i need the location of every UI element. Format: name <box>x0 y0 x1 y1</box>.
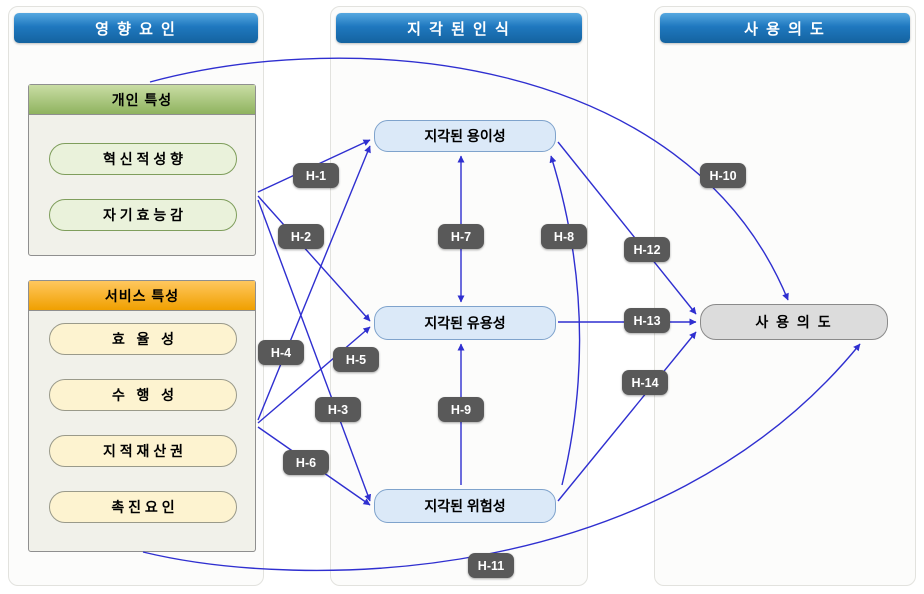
node-use-intention: 사 용 의 도 <box>700 304 888 340</box>
hypothesis-badge-h6: H-6 <box>283 450 329 475</box>
hypothesis-badge-h9: H-9 <box>438 397 484 422</box>
hypothesis-badge-h12: H-12 <box>624 237 670 262</box>
column-header-use-intention: 사 용 의 도 <box>660 13 910 43</box>
hypothesis-badge-h1: H-1 <box>293 163 339 188</box>
node-perceived-risk: 지각된 위험성 <box>374 489 556 523</box>
factor-efficiency: 효 율 성 <box>49 323 237 355</box>
hypothesis-badge-h2: H-2 <box>278 224 324 249</box>
node-perceived-usefulness: 지각된 유용성 <box>374 306 556 340</box>
hypothesis-badge-h4: H-4 <box>258 340 304 365</box>
column-header-influence-factors: 영 향 요 인 <box>14 13 258 43</box>
personal-traits-group: 개인 특성 혁 신 적 성 향 자 기 효 능 감 <box>28 84 256 256</box>
factor-innovativeness: 혁 신 적 성 향 <box>49 143 237 175</box>
hypothesis-badge-h7: H-7 <box>438 224 484 249</box>
panel-use-intention <box>654 6 916 586</box>
factor-facilitating-conditions: 촉 진 요 인 <box>49 491 237 523</box>
factor-intellectual-property: 지 적 재 산 권 <box>49 435 237 467</box>
hypothesis-badge-h14: H-14 <box>622 370 668 395</box>
personal-traits-header: 개인 특성 <box>29 85 255 115</box>
service-traits-group: 서비스 특성 효 율 성 수 행 성 지 적 재 산 권 촉 진 요 인 <box>28 280 256 552</box>
hypothesis-badge-h13: H-13 <box>624 308 670 333</box>
service-traits-header: 서비스 특성 <box>29 281 255 311</box>
factor-performance: 수 행 성 <box>49 379 237 411</box>
hypothesis-badge-h10: H-10 <box>700 163 746 188</box>
hypothesis-badge-h5: H-5 <box>333 347 379 372</box>
hypothesis-badge-h3: H-3 <box>315 397 361 422</box>
hypothesis-badge-h8: H-8 <box>541 224 587 249</box>
column-header-perceived-perception: 지 각 된 인 식 <box>336 13 582 43</box>
factor-self-efficacy: 자 기 효 능 감 <box>49 199 237 231</box>
node-perceived-ease-of-use: 지각된 용이성 <box>374 120 556 152</box>
hypothesis-badge-h11: H-11 <box>468 553 514 578</box>
